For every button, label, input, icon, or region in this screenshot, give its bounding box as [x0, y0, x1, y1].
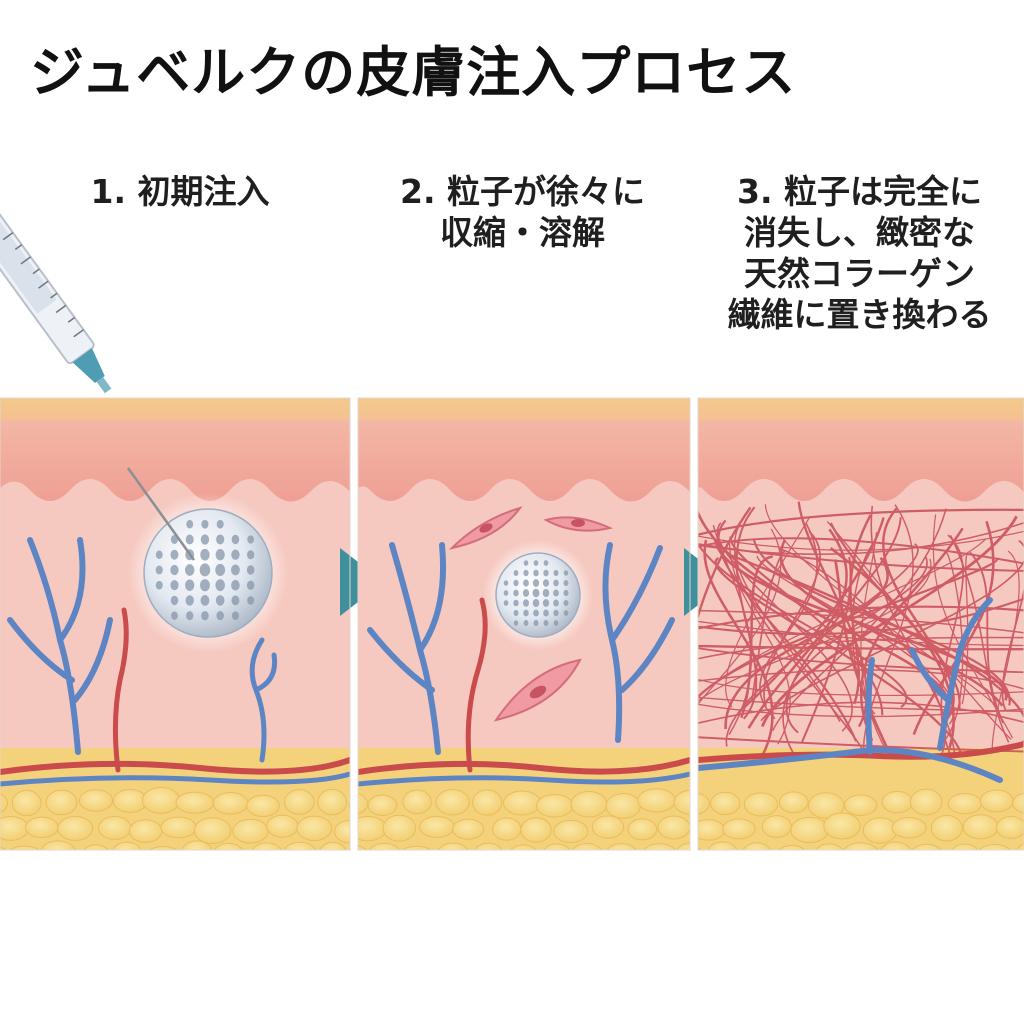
- collagen-fibers: [698, 501, 1024, 760]
- step-3-label: 3. 粒子は完全に 消失し、緻密な 天然コラーゲン 繊維に置き換わる: [727, 172, 992, 334]
- panel-shrinking-dissolving: [358, 398, 690, 850]
- fibroblast-cell-icon: [448, 506, 614, 722]
- panel-collagen-replacement: [698, 398, 1024, 850]
- step-2-label: 2. 粒子が徐々に 収縮・溶解: [400, 172, 645, 252]
- syringe-icon: [0, 200, 196, 561]
- blood-vessel-icon: [358, 542, 690, 787]
- epidermis-layer: [358, 398, 690, 502]
- blood-vessel-icon: [698, 597, 1024, 783]
- epidermis-layer: [698, 398, 1024, 502]
- panel-initial-injection: [0, 398, 350, 850]
- blood-vessel-icon: [0, 537, 350, 787]
- step-1-label: 1. 初期注入: [90, 172, 270, 211]
- page-title: ジュベルクの皮膚注入プロセス: [30, 41, 797, 104]
- epidermis-layer: [0, 398, 350, 502]
